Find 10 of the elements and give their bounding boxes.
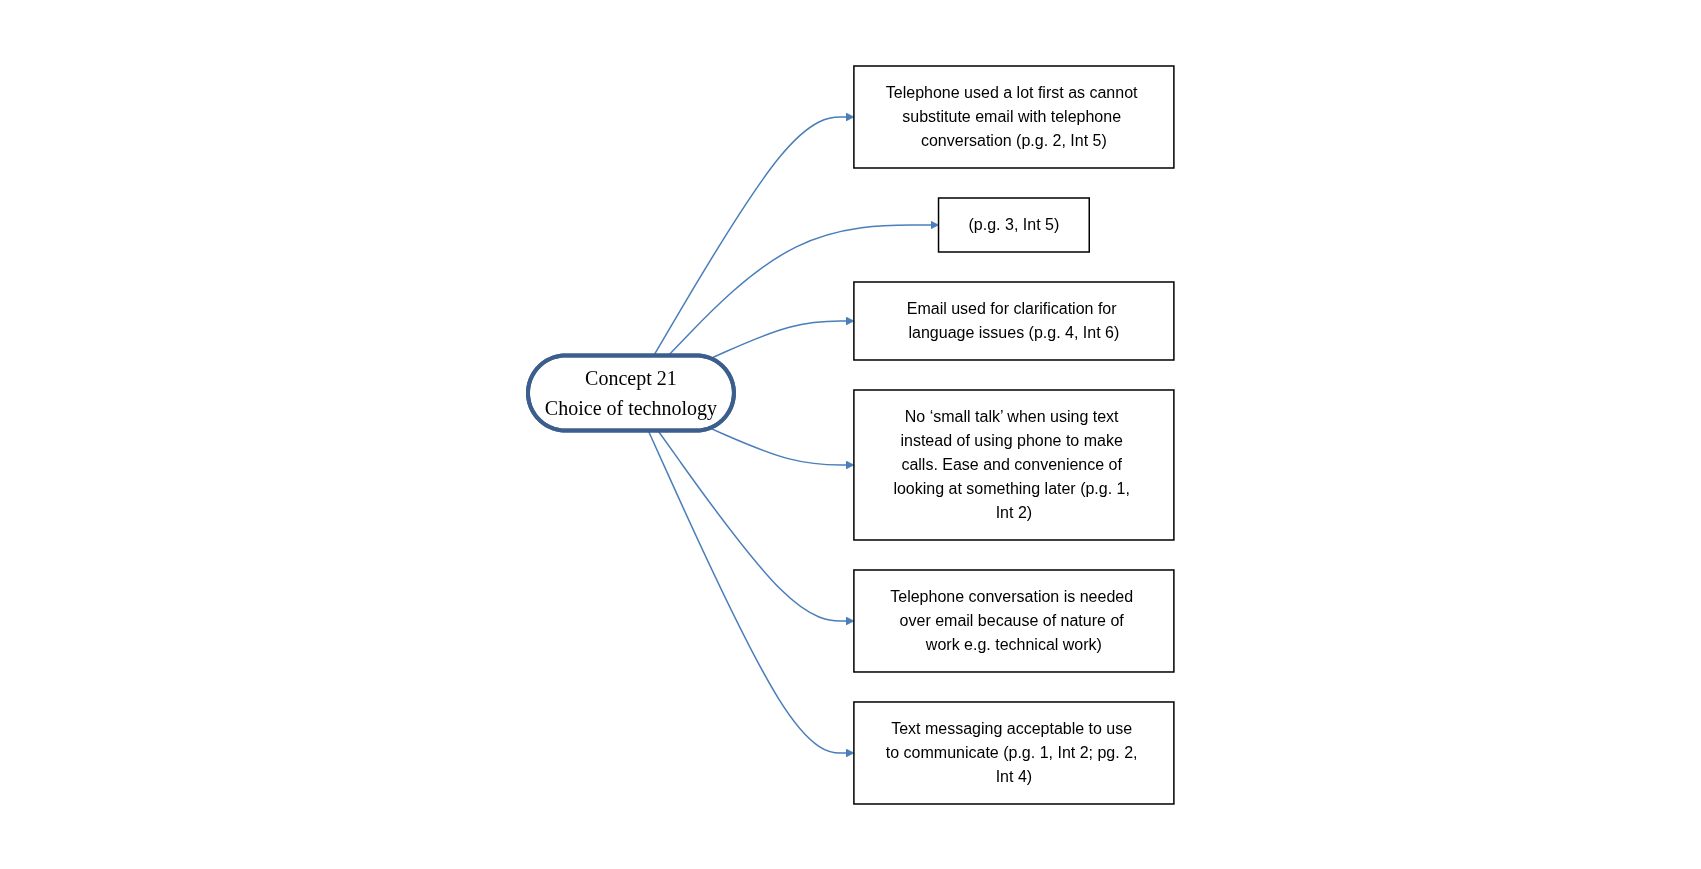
arrow <box>657 429 854 625</box>
arrow <box>647 429 854 757</box>
arrow <box>709 427 854 469</box>
node-box: (p.g. 3, Int 5) <box>937 196 1090 253</box>
node-box: Telephone used a lot first as cannot substitute email with telephone conversation (p.g. 2, Int 5) <box>852 64 1175 169</box>
node-box: Telephone conversation is needed over email because of nature of work e.g. technical work) <box>852 568 1175 673</box>
node-box: No ‘small talk’ when using text instead of using phone to make calls. Ease and convenience of looking at something later (p.g. 1, Int 2) <box>852 388 1175 541</box>
arrow <box>652 112 854 357</box>
node-box: Text messaging acceptable to use to communicate (p.g. 1, Int 2; pg. 2, Int 4) <box>852 700 1175 805</box>
node-box: Email used for clarification for language issues (p.g. 4, Int 6) <box>852 280 1175 361</box>
